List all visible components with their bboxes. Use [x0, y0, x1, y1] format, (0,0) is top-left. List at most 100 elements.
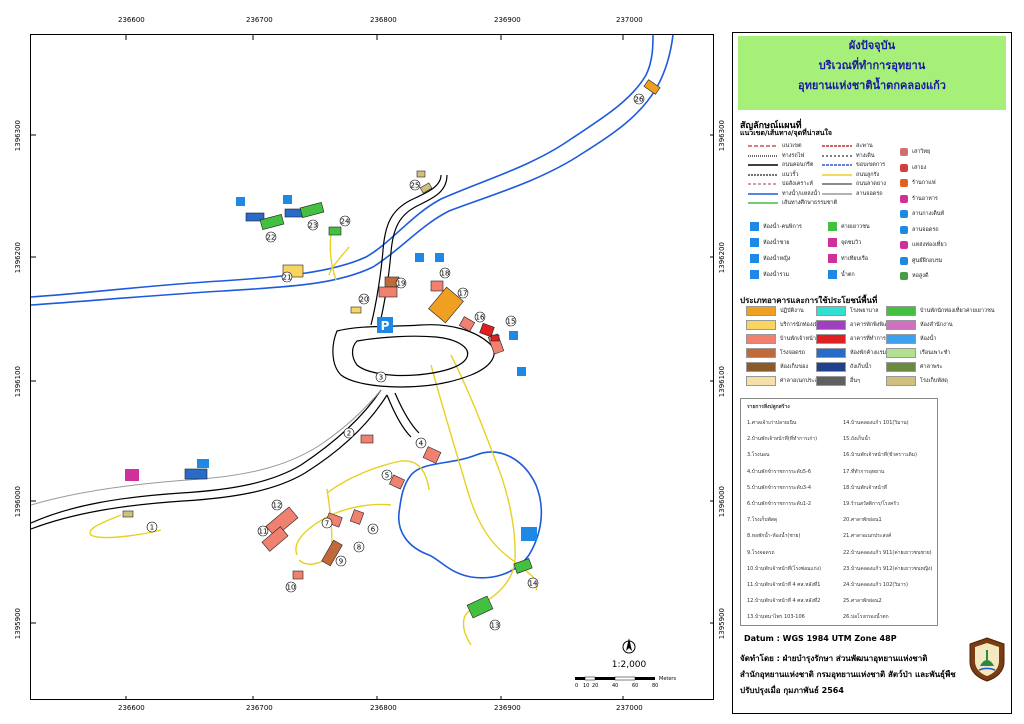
map-title-line1: ผังปัจจุบัน — [848, 39, 896, 52]
y-tick-label-right: 1396100 — [718, 366, 726, 398]
legend-point-label: ลานจอดรถ — [912, 226, 939, 233]
building-number-markers: 1 2 3 4 5 6 7 8 9 10 11 12 13 14 15 16 1… — [146, 93, 645, 631]
legend-line-swatch — [748, 192, 778, 195]
map-canvas[interactable]: P 1 2 3 4 5 6 7 8 9 10 11 12 13 — [30, 34, 714, 700]
scale-tick: 0 — [575, 683, 578, 689]
legend-building-label: ห้องพักค้างแรม — [850, 350, 887, 356]
building-list-item: 17.ที่ทำการอุทยาน — [843, 468, 885, 475]
svg-text:12: 12 — [273, 502, 282, 510]
svg-text:6: 6 — [371, 526, 376, 534]
building-list-item: 13.บ้านพนาไพร 103-106 — [747, 614, 805, 621]
legend-line-label: ถนนลูกรัง — [856, 171, 880, 178]
legend-line-swatch — [822, 192, 852, 195]
building-list-item: 23.บ้านคลองแก้ว 912(ค่ายเยาวชนหญิง) — [843, 565, 933, 572]
legend-point-label: ศูนย์ฝึกอบรม — [912, 257, 943, 264]
legend-point-label: แหล่งท่องเที่ยว — [912, 242, 947, 248]
scale-tick: 20 — [592, 683, 598, 689]
updated-text: ปรับปรุงเมื่อ กุมภาพันธ์ 2564 — [740, 686, 844, 695]
svg-text:7: 7 — [325, 520, 329, 528]
tent-icon — [521, 527, 537, 541]
legend-facility-item: น้ำตก — [828, 270, 855, 279]
legend-building-type: ปฏิบัติงาน — [746, 306, 804, 316]
legend-line-item: แนวเขต — [748, 142, 802, 150]
y-tick-label: 1395900 — [14, 608, 22, 640]
legend-building-type: ถังเก็บน้ำ — [816, 362, 872, 372]
legend-line-item: สะพาน — [822, 142, 873, 150]
svg-text:16: 16 — [476, 314, 485, 322]
legend-building-label: ห้องเก็บของ — [780, 364, 809, 370]
legend-line-item: ลานจอดรถ — [822, 190, 883, 198]
legend-point-label: ร้านกาแฟ — [912, 180, 936, 186]
legend-building-swatch — [886, 334, 916, 344]
restaurant-icon — [900, 194, 908, 203]
buildings — [122, 79, 661, 619]
building-list-item: 12.บ้านพักเจ้าหน้าที่ 4 ศส.หลังที่2 — [747, 598, 821, 605]
building-list-item: 25.ศาลาพักผ่อน2 — [843, 598, 882, 605]
legend-building-type: โรงจอดรถ — [746, 348, 805, 358]
legend-line-item: ทางเดิน — [822, 152, 875, 160]
building-list-item: 6.บ้านพักข้าราชการระดับ1-2 — [747, 501, 812, 507]
made-by-line2: สำนักอุทยานแห่งชาติ กรมอุทยานแห่งชาติ สั… — [740, 670, 956, 679]
legend-line-swatch — [822, 154, 852, 157]
legend-building-type: ห้องพักค้างแรม — [816, 348, 886, 358]
legend-facility-label: ค่ายเยาวชน — [841, 223, 870, 230]
female-toilet-icon — [750, 254, 759, 263]
legend-point-item: ร้านกาแฟ — [900, 179, 936, 187]
legend-building-type: บ้านพักเจ้าหน้าที่ — [746, 334, 820, 344]
legend-building-label: ห้องสำนักงาน — [920, 322, 953, 328]
map-title-line2: บริเวณที่ทำการอุทยาน — [818, 59, 926, 72]
svg-text:8: 8 — [357, 544, 361, 552]
legend-building-label: เรือนเพาะชำ — [920, 350, 951, 356]
svg-text:20: 20 — [360, 296, 369, 304]
svg-text:1: 1 — [150, 524, 154, 532]
legend-building-swatch — [886, 376, 916, 386]
x-tick-label: 237000 — [616, 16, 643, 24]
building-list-item: 22.บ้านคลองแก้ว 911(ค่ายเยาวชนชาย) — [843, 549, 932, 556]
legend-point-item: เสาธง — [900, 163, 926, 172]
legend-building-label: ถังเก็บน้ำ — [850, 364, 872, 370]
legend-building-type: ห้องน้ำ — [886, 334, 936, 344]
grid-ticks — [31, 35, 713, 699]
legend-line-item: ขอบเขตการ — [822, 161, 885, 169]
building-list-item: 18.บ้านพักเจ้าหน้าที่ — [843, 484, 887, 491]
legend-line-swatch — [748, 173, 778, 176]
svg-text:17: 17 — [459, 290, 468, 298]
north-arrow-icon — [622, 638, 636, 654]
legend-facility-label: ท่าเทียบเรือ — [841, 255, 869, 262]
building-list-item: 21.ศาลาอเนกประสงค์ — [843, 533, 892, 540]
legend-building-swatch — [886, 362, 916, 372]
parking-label: P — [381, 319, 390, 333]
x-tick-label-bottom: 236700 — [246, 704, 273, 712]
legend-line-swatch — [822, 164, 852, 166]
legend-line-item: ทางรถไฟ — [748, 152, 804, 160]
legend-building-swatch — [746, 362, 776, 372]
legend-line-label: สะพาน — [856, 143, 873, 149]
y-tick-label: 1396200 — [14, 242, 22, 274]
building-list-header: รายการสิ่งปลูกสร้าง — [747, 404, 790, 410]
svg-text:18: 18 — [441, 270, 450, 278]
x-tick-label-bottom: 236600 — [118, 704, 145, 712]
paved-roads — [31, 174, 495, 530]
building-list-item: 16.บ้านพักเจ้าหน้าที่(ชั่วคราวเดิม) — [843, 452, 917, 459]
legend-facility-item: ห้องน้ำชาย — [750, 238, 790, 247]
legend-building-swatch — [816, 306, 846, 316]
y-tick-label: 1396300 — [14, 120, 22, 152]
waterfall-icon — [828, 270, 837, 279]
legend-line-swatch — [748, 154, 778, 157]
building-list-item: 15.ถังเก็บน้ำ — [843, 436, 871, 443]
legend-building-type: โรงเก็บพัสดุ — [886, 376, 948, 386]
legend-building-swatch — [816, 334, 846, 344]
svg-text:14: 14 — [529, 580, 538, 588]
pond — [398, 451, 543, 579]
legend-facility-label: จุดชมวิว — [841, 239, 862, 246]
legend-line-item: ถนนลูกรัง — [822, 171, 879, 179]
building-list-item: 26.บ่อโรงกรองน้ำตก — [843, 614, 889, 621]
svg-text:25: 25 — [411, 182, 420, 190]
legend-building-type: อาคารพักพิงพิเศษ — [816, 320, 892, 330]
legend-building-label: บริการนักท่องเที่ยว — [780, 322, 825, 328]
legend-facility-label: น้ำตก — [841, 271, 855, 278]
parking-icon — [900, 225, 908, 234]
legend-line-label: ขอบเขตการ — [856, 162, 886, 168]
svg-text:5: 5 — [385, 472, 389, 480]
legend-building-swatch — [816, 376, 846, 386]
